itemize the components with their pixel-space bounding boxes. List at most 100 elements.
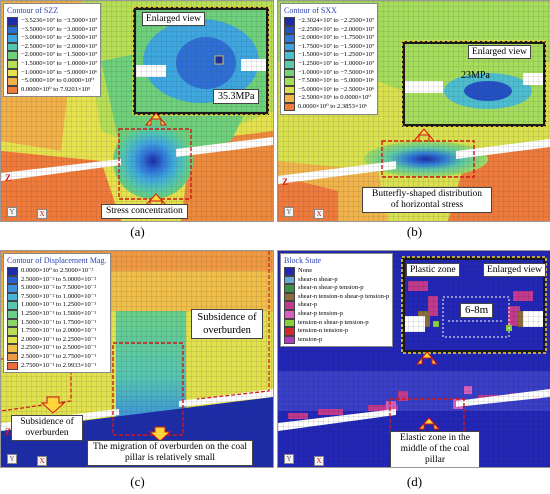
migration-callout: The migration of overburden on the coal …	[87, 440, 253, 466]
legend-item: 2.2500×10⁻¹ to 2.5000×10⁻¹	[7, 344, 107, 353]
legend-item: −1.5000×10⁷ to −1.2500×10⁷	[284, 51, 374, 60]
legend-label: shear-p tension-p	[298, 309, 343, 317]
legend-label: −2.5000×10⁷ to −2.0000×10⁷	[21, 42, 98, 50]
legend-item: 1.2500×10⁻¹ to 1.5000×10⁻¹	[7, 310, 107, 319]
axis-y-icon: Y	[284, 207, 294, 217]
legend-item: −3.5236×10⁷ to −3.5000×10⁷	[7, 17, 97, 26]
butterfly-callout: Butterfly-shaped distribution of horizon…	[362, 187, 492, 213]
legend-swatch	[7, 77, 18, 86]
legend-swatch	[7, 318, 18, 328]
panel-a: Contour of SZZ −3.5236×10⁷ to −3.5000×10…	[0, 0, 274, 222]
legend-label: 1.2500×10⁻¹ to 1.5000×10⁻¹	[21, 309, 97, 317]
legend-item: −3.0000×10⁷ to −2.5000×10⁷	[7, 34, 97, 43]
axis-x-icon: X	[37, 456, 47, 466]
legend-b: Contour of SXX −2.3024×10⁷ to −2.2500×10…	[280, 3, 379, 115]
legend-title: Contour of Displacement Mag.	[7, 256, 107, 265]
legend-item: 5.0000×10⁻² to 7.5000×10⁻²	[7, 284, 107, 293]
legend-swatch	[284, 94, 295, 103]
legend-label: 2.0000×10⁻¹ to 2.2500×10⁻¹	[21, 335, 97, 343]
legend-label: shear-n shear-p	[298, 275, 338, 283]
legend-label: −1.2500×10⁷ to −1.0000×10⁷	[298, 59, 375, 67]
enlarged-view-label: Enlarged view	[483, 263, 546, 277]
legend-title: Block State	[284, 256, 322, 265]
legend-swatch	[7, 310, 18, 319]
plastic-zone-label: Plastic zone	[406, 263, 460, 277]
legend-label: 1.7500×10⁻¹ to 2.0000×10⁻¹	[21, 327, 97, 335]
legend-swatch	[284, 34, 295, 43]
arrow-up-icon	[412, 128, 436, 142]
axis-y-icon: Y	[7, 207, 17, 217]
legend-item: tension-n shear-p tension-p	[284, 319, 389, 328]
legend-item: 2.0000×10⁻¹ to 2.2500×10⁻¹	[7, 336, 107, 345]
legend-label: −2.5000×10⁶ to 0.0000×10⁰	[298, 94, 371, 102]
stress-concentration-callout: Stress concentration	[101, 204, 188, 219]
legend-swatch	[284, 17, 295, 26]
legend-label: 0.0000×10⁰ to 2.3853×10⁶	[298, 102, 368, 110]
legend-item: 0.0000×10⁰ to 2.5000×10⁻²	[7, 267, 107, 276]
legend-item: shear-n tension-n shear-p tension-p	[284, 293, 389, 302]
legend-item: −1.2500×10⁷ to −1.0000×10⁷	[284, 60, 374, 69]
legend-label: None	[298, 267, 313, 274]
caption-d: (d)	[406, 474, 423, 489]
legend-a: Contour of SZZ −3.5236×10⁷ to −3.5000×10…	[3, 3, 102, 98]
legend-label: 1.0000×10⁻¹ to 1.2500×10⁻¹	[21, 301, 97, 309]
legend-swatch	[284, 60, 295, 69]
legend-label: −2.0000×10⁷ to −1.5000×10⁷	[21, 51, 98, 59]
legend-item: shear-n shear-p	[284, 276, 389, 285]
legend-swatch	[7, 25, 18, 35]
legend-label: −7.5000×10⁶ to −5.0000×10⁶	[298, 77, 375, 85]
legend-swatch	[7, 327, 18, 336]
axis-z-label: Z	[282, 177, 289, 187]
subsidence-right-callout: Subsidence of overburden	[191, 309, 263, 339]
value-label: 35.3MPa	[213, 89, 260, 104]
legend-item: 1.0000×10⁻¹ to 1.2500×10⁻¹	[7, 301, 107, 310]
legend-swatch	[7, 352, 18, 362]
arrow-up-icon	[144, 112, 168, 126]
legend-label: −3.5000×10⁷ to −3.0000×10⁷	[21, 25, 98, 33]
legend-swatch	[284, 335, 295, 345]
legend-swatch	[7, 60, 18, 69]
legend-label: tension-p	[298, 335, 323, 343]
legend-label: −1.5000×10⁷ to −1.0000×10⁷	[21, 59, 98, 67]
arrow-up-icon	[415, 351, 439, 365]
legend-item: 7.5000×10⁻² to 1.0000×10⁻¹	[7, 293, 107, 302]
legend-swatch	[7, 335, 18, 345]
legend-swatch	[284, 310, 295, 319]
enlarged-view-label: Enlarged view	[142, 12, 205, 26]
panel-c: Contour of Displacement Mag. 0.0000×10⁰ …	[0, 250, 274, 468]
legend-item: 0.0000×10⁰ to 7.9201×10⁵	[7, 86, 97, 95]
legend-item: −1.0000×10⁷ to −7.5000×10⁶	[284, 69, 374, 78]
legend-label: 2.5000×10⁻¹ to 2.7500×10⁻¹	[21, 352, 97, 360]
legend-item: −3.5000×10⁷ to −3.0000×10⁷	[7, 26, 97, 35]
width-label: 6-8m	[460, 303, 494, 318]
enlarged-view-label: Enlarged view	[468, 45, 531, 59]
value-label: 23MPa	[461, 70, 490, 81]
legend-swatch	[7, 301, 18, 310]
legend-label: 1.5000×10⁻¹ to 1.7500×10⁻¹	[21, 318, 97, 326]
legend-label: shear-n shear-p tension-p	[298, 284, 364, 292]
legend-c: Contour of Displacement Mag. 0.0000×10⁰ …	[3, 253, 111, 374]
legend-swatch	[7, 344, 18, 353]
arrow-down-icon	[40, 396, 66, 414]
legend-swatch	[284, 102, 295, 112]
legend-label: shear-p	[298, 301, 317, 309]
legend-item: shear-p	[284, 301, 389, 310]
axis-z-label: Z	[5, 427, 12, 437]
legend-swatch	[7, 267, 18, 276]
arrow-up-icon	[417, 417, 441, 430]
legend-swatch	[284, 25, 295, 35]
legend-swatch	[7, 42, 18, 52]
axis-y-icon: Y	[284, 454, 294, 464]
legend-label: 5.0000×10⁻² to 7.5000×10⁻²	[21, 284, 97, 292]
legend-item: −1.5000×10⁷ to −1.0000×10⁷	[7, 60, 97, 69]
legend-swatch	[7, 275, 18, 285]
subsidence-left-callout: Subsidence of overburden	[11, 415, 83, 441]
legend-swatch	[7, 361, 18, 371]
legend-label: −3.0000×10⁷ to −2.5000×10⁷	[21, 34, 98, 42]
legend-label: 2.5000×10⁻² to 5.0000×10⁻²	[21, 275, 97, 283]
panel-b: Contour of SXX −2.3024×10⁷ to −2.2500×10…	[277, 0, 550, 222]
legend-title: Contour of SXX	[284, 6, 337, 15]
axis-y-icon: Y	[7, 454, 17, 464]
legend-label: 0.0000×10⁰ to 7.9201×10⁵	[21, 85, 91, 93]
legend-swatch	[284, 68, 295, 78]
